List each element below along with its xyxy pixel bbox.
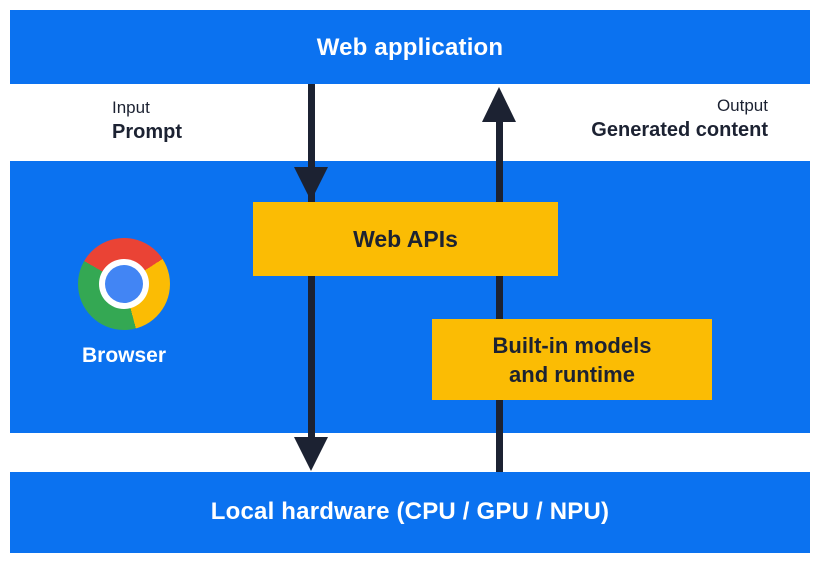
web-application-band: Web application [10,10,810,84]
input-label-block: Input Prompt [112,97,182,145]
built-in-models-box: Built-in models and runtime [432,319,712,400]
web-application-label: Web application [316,34,504,61]
browser-label: Browser [81,344,167,367]
output-title: Output [716,96,768,115]
arrow-up-icon [482,87,516,122]
local-hardware-band: Local hardware (CPU / GPU / NPU) [10,472,810,553]
local-hardware-label: Local hardware (CPU / GPU / NPU) [210,498,610,525]
input-value: Prompt [112,121,182,143]
arrow-down-icon [294,437,328,471]
web-apis-box: Web APIs [253,202,558,276]
arrow-down-icon [294,167,328,201]
output-label-block: Output Generated content [591,95,768,143]
output-value: Generated content [591,119,768,141]
chrome-logo-icon [78,238,170,330]
input-title: Input [112,98,150,117]
chrome-logo-core [105,265,143,303]
output-flow-arrow-line [496,120,503,472]
